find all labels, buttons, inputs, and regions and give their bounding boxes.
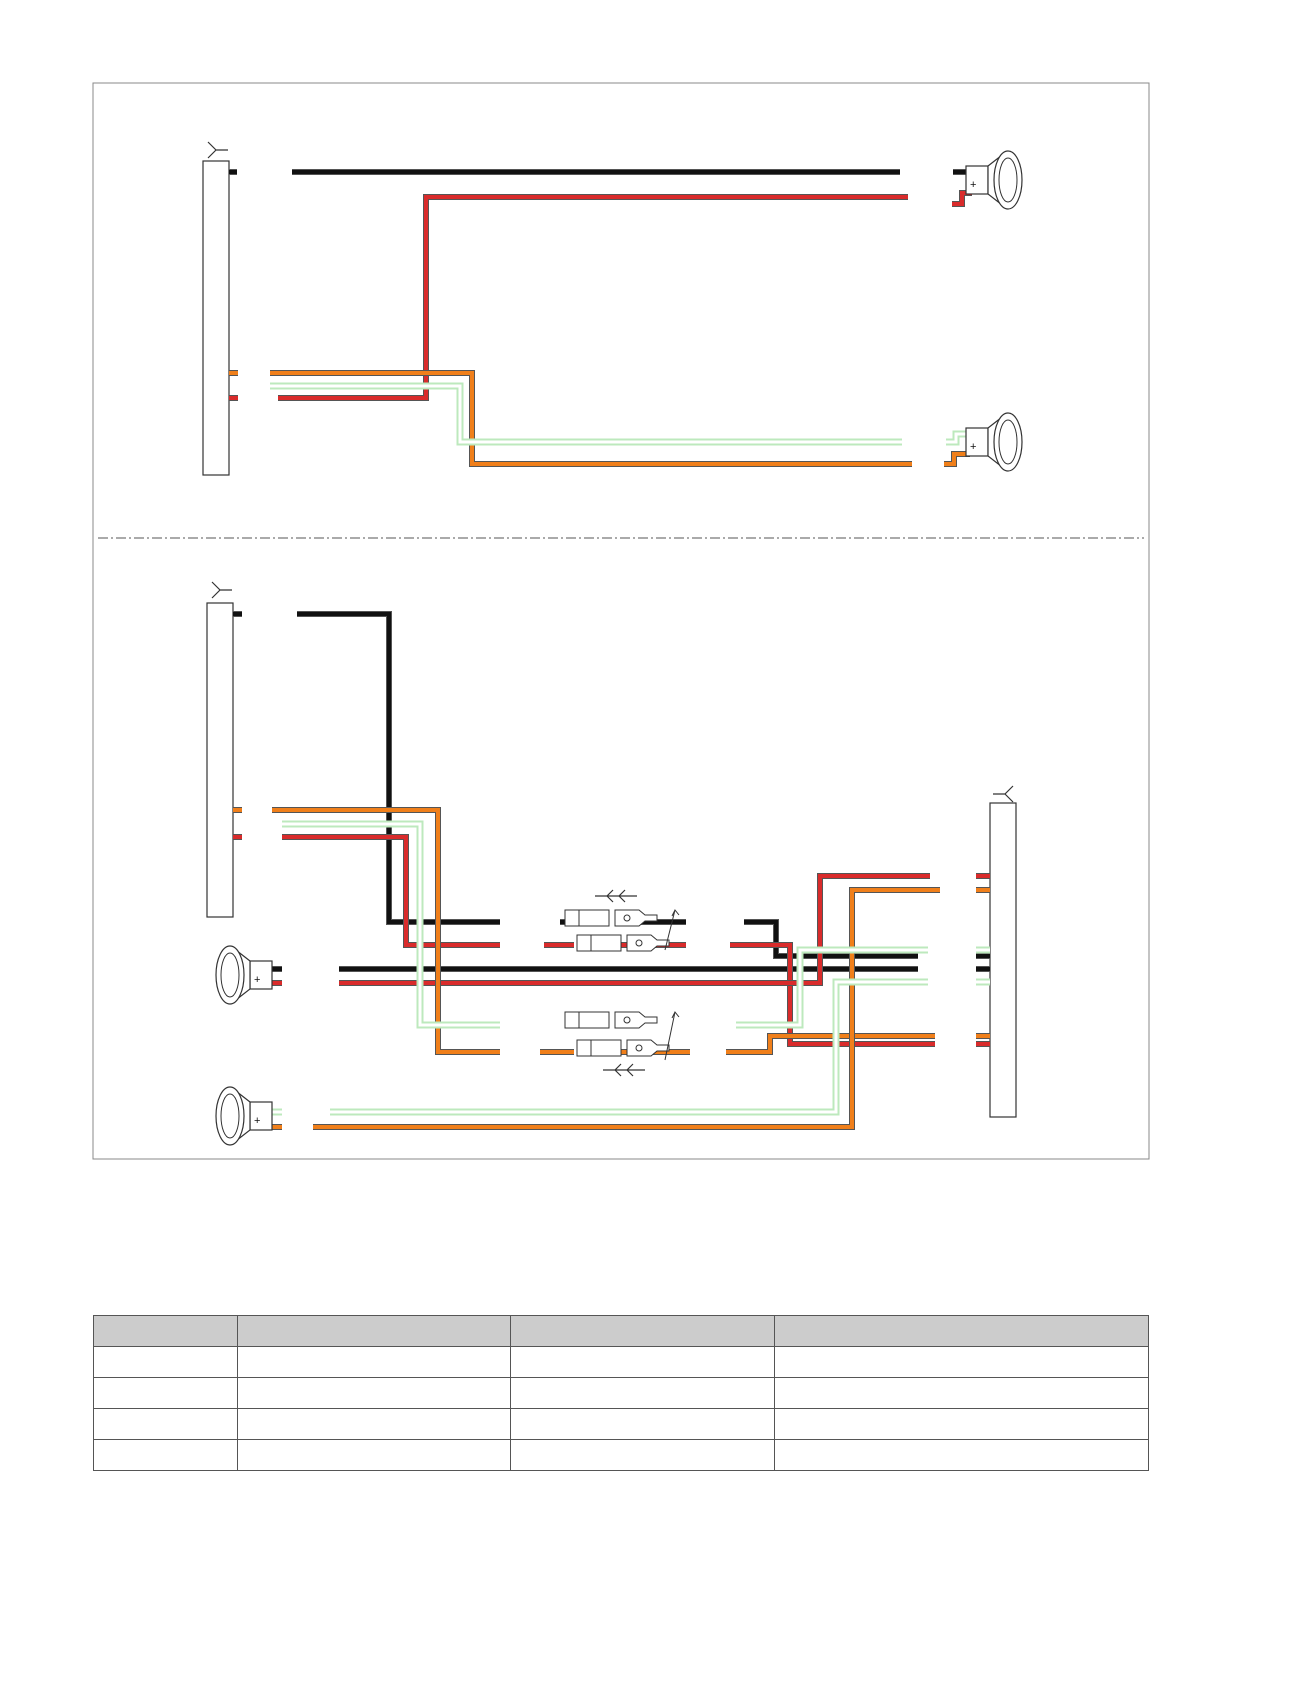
table-header-cell bbox=[774, 1315, 1149, 1347]
connector-upper-left bbox=[202, 141, 230, 476]
mating-arrows-icon bbox=[603, 1063, 645, 1077]
wire-green bbox=[270, 382, 902, 446]
wire-green bbox=[330, 978, 928, 1116]
wire-red bbox=[278, 194, 908, 401]
speakers: + + + + bbox=[215, 150, 1023, 1146]
wire-orange bbox=[944, 451, 970, 467]
polarity-label: + bbox=[254, 1115, 260, 1127]
speaker-icon: + bbox=[215, 1086, 273, 1146]
table-cell bbox=[510, 1408, 775, 1440]
terminal-icon bbox=[564, 909, 658, 927]
table-header-cell bbox=[237, 1315, 511, 1347]
wire-red bbox=[339, 873, 930, 986]
polarity-label: + bbox=[970, 179, 976, 191]
table-cell bbox=[774, 1408, 1149, 1440]
inline-terminals bbox=[564, 889, 680, 1077]
table-cell bbox=[510, 1346, 775, 1378]
speaker-icon: + bbox=[965, 412, 1023, 472]
polarity-label: + bbox=[254, 974, 260, 986]
terminal-icon bbox=[564, 1011, 658, 1029]
wire-black bbox=[744, 919, 918, 959]
mating-arrows-icon bbox=[595, 889, 637, 903]
antenna-fork-icon bbox=[993, 785, 1014, 803]
table-cell bbox=[237, 1377, 511, 1409]
terminal-icon bbox=[576, 1039, 670, 1057]
wire-red bbox=[952, 190, 972, 207]
table-header-row bbox=[93, 1315, 1149, 1347]
table-cell bbox=[93, 1408, 238, 1440]
table-cell bbox=[510, 1377, 775, 1409]
table-cell bbox=[237, 1408, 511, 1440]
table-cell bbox=[93, 1439, 238, 1471]
table-cell bbox=[93, 1377, 238, 1409]
connector-lower-right bbox=[989, 785, 1017, 1118]
table-cell bbox=[774, 1346, 1149, 1378]
connector-table bbox=[93, 1315, 1149, 1471]
table-cell bbox=[774, 1377, 1149, 1409]
wire-orange bbox=[270, 370, 912, 467]
wire-red bbox=[730, 942, 935, 1047]
connector-note-line bbox=[664, 1011, 680, 1061]
table-header-cell bbox=[510, 1315, 775, 1347]
speaker-icon: + bbox=[965, 150, 1023, 210]
table-cell bbox=[774, 1439, 1149, 1471]
wire-green bbox=[946, 430, 970, 446]
table-row bbox=[93, 1346, 1149, 1378]
wire-black bbox=[297, 611, 500, 925]
polarity-label: + bbox=[970, 441, 976, 453]
table-row bbox=[93, 1377, 1149, 1409]
wire-red bbox=[282, 834, 500, 948]
diagram-frame bbox=[92, 82, 1150, 1160]
wire-orange bbox=[272, 807, 500, 1055]
wire-green bbox=[282, 820, 500, 1029]
table-cell bbox=[237, 1346, 511, 1378]
wires bbox=[229, 169, 990, 1130]
table-row bbox=[93, 1439, 1149, 1471]
wire-green bbox=[736, 946, 928, 1029]
antenna-fork-icon bbox=[211, 581, 232, 599]
table-cell bbox=[93, 1346, 238, 1378]
connector-note-line bbox=[664, 909, 680, 951]
connector-lower-left bbox=[206, 581, 234, 918]
antenna-fork-icon bbox=[207, 141, 228, 159]
terminal-icon bbox=[576, 934, 670, 952]
speaker-icon: + bbox=[215, 945, 273, 1005]
table-row bbox=[93, 1408, 1149, 1440]
table-cell bbox=[237, 1439, 511, 1471]
table-cell bbox=[510, 1439, 775, 1471]
table-header-cell bbox=[93, 1315, 238, 1347]
wire-orange bbox=[313, 887, 940, 1130]
